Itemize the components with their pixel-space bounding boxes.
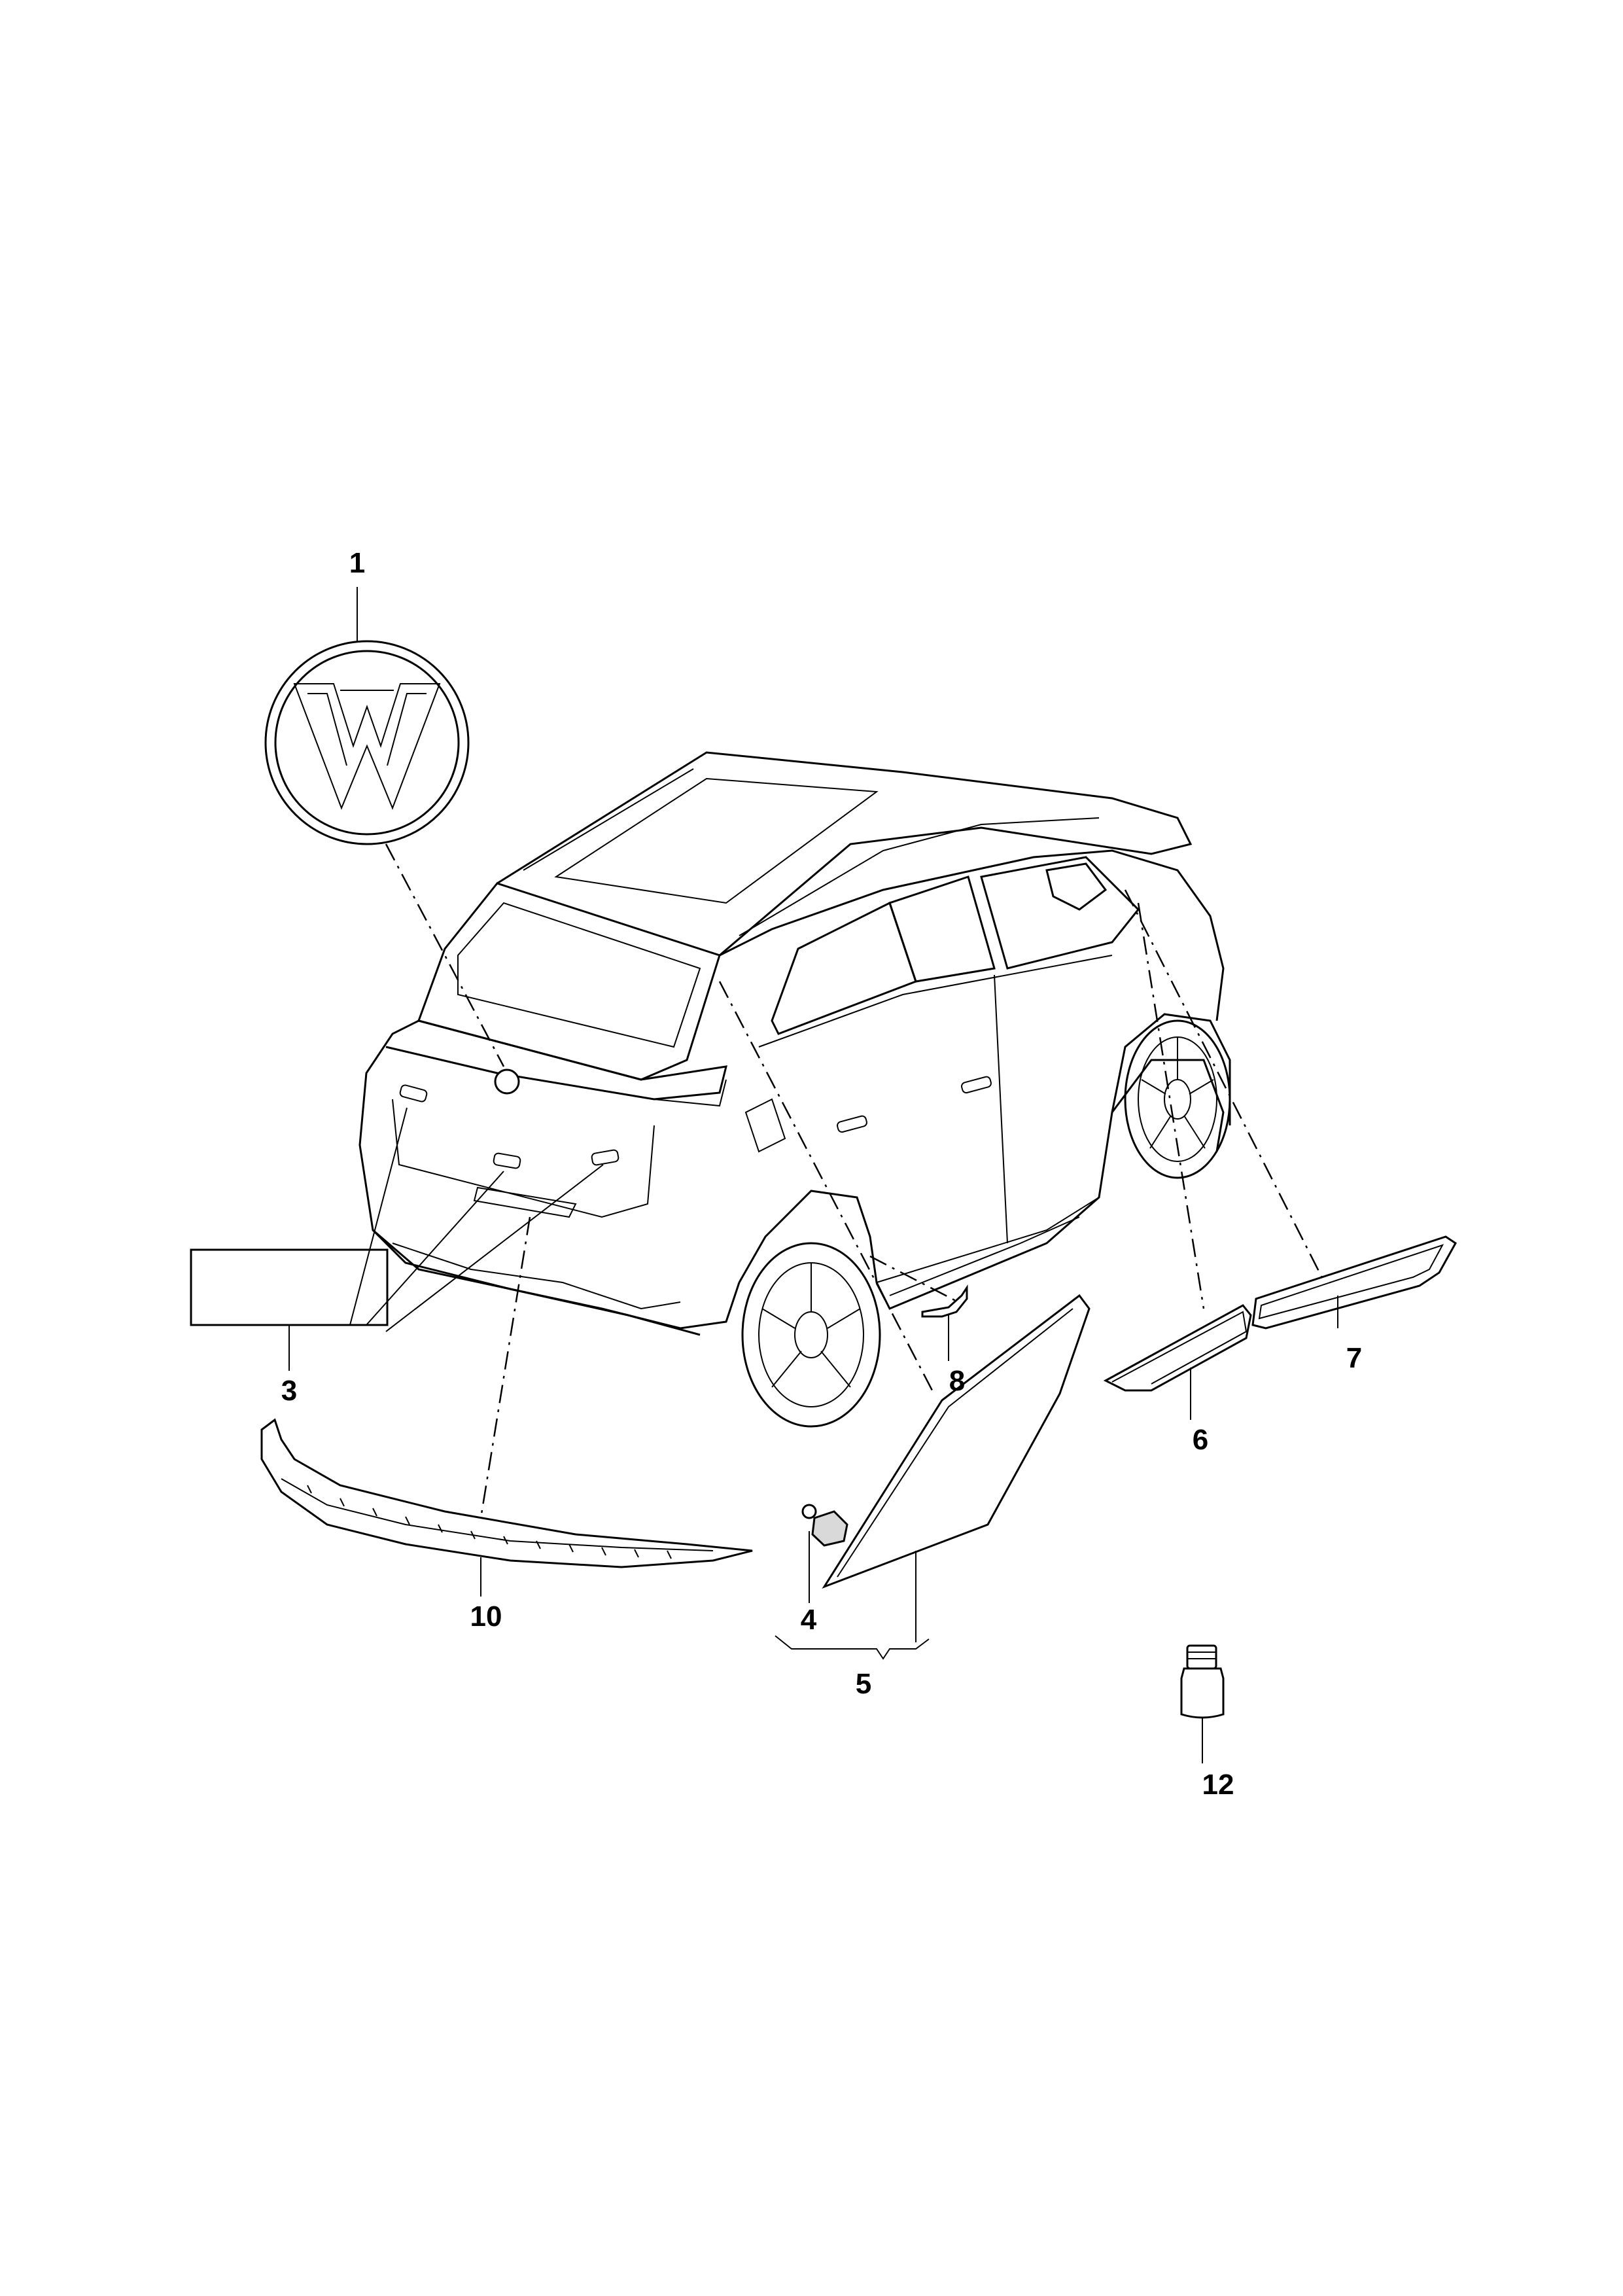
callout-1: 1 [349,547,365,579]
callout-6: 6 [1193,1424,1208,1456]
callout-5: 5 [856,1668,871,1700]
rear-bumper-strip [260,1418,753,1597]
leader-lines [349,843,1336,1519]
label-plate [190,1248,389,1371]
paint-bottle [1180,1644,1225,1763]
trim-strip-small [1103,1304,1252,1420]
side-trim-panel [775,1294,1091,1660]
callout-4: 4 [801,1604,817,1636]
callout-8: 8 [949,1365,965,1397]
trim-strip-long [1251,1235,1457,1330]
callouts: 1 3 4 5 6 7 8 10 12 [281,547,1362,1801]
callout-3: 3 [281,1375,297,1407]
clip [801,1504,848,1603]
callout-7: 7 [1346,1342,1362,1374]
callout-10: 10 [470,1600,502,1633]
vehicle-drawing [358,751,1231,1428]
small-trim-piece [921,1284,968,1361]
callout-12: 12 [1202,1769,1234,1801]
vw-emblem [264,587,470,845]
